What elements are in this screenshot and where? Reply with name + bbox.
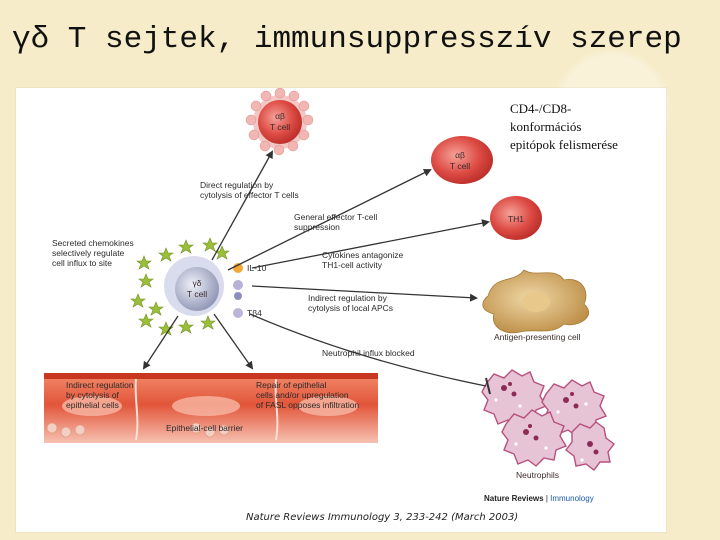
tb4-molecule: Tβ4	[233, 308, 262, 318]
logo-brand: Nature Reviews	[484, 494, 544, 503]
nature-reviews-logo: Nature Reviews | Immunology	[484, 494, 594, 503]
arrow-to-top-cell	[211, 150, 273, 261]
barrier-label: Epithelial-cell barrier	[166, 423, 243, 433]
annotation-line-1: CD4-/CD8-	[510, 101, 572, 116]
molecule-dot-blue	[234, 292, 242, 300]
chemokines-label-2: selectively regulate	[52, 248, 125, 258]
th1-cell: TH1	[490, 196, 542, 240]
chemokines-label-1: Secreted chemokines	[52, 238, 134, 248]
block-bar	[485, 377, 491, 395]
antigen-presenting-cell: Antigen-presenting cell	[482, 269, 590, 342]
arrow-to-ab-cell	[227, 169, 432, 271]
cytokines-label-2: TH1-cell activity	[322, 260, 383, 270]
neutrophils-label: Neutrophils	[516, 470, 559, 480]
epithelial-repair-label-1: Repair of epithelial	[256, 380, 327, 390]
ab-cell-label-1: αβ	[455, 150, 465, 160]
il10-molecule: IL-10	[233, 263, 267, 273]
ab-t-cell: αβ T cell	[431, 136, 493, 184]
immunology-diagram: αβ T cell αβ T cell TH1 Antigen-presenti…	[44, 87, 615, 480]
citation: Nature Reviews Immunology 3, 233-242 (Ma…	[246, 512, 519, 523]
gamma-delta-t-cell: γδ T cell	[164, 256, 224, 316]
slide-title: γδ T sejtek, immunsuppresszív szerep	[12, 22, 682, 57]
chemokine-stars	[130, 237, 230, 336]
il10-label: IL-10	[247, 263, 267, 273]
general-suppression-label-2: suppression	[294, 222, 340, 232]
top-cell-label-2: T cell	[270, 122, 290, 132]
neutrophils: Neutrophils	[481, 369, 615, 480]
direct-regulation-label-1: Direct regulation by	[200, 180, 274, 190]
center-cell-label-2: T cell	[187, 289, 207, 299]
cytokines-label-1: Cytokines antagonize	[322, 250, 404, 260]
cd4-cd8-annotation: CD4-/CD8- konformációs epitópok felismer…	[510, 100, 670, 154]
epithelial-repair-label-2: cells and/or upregulation	[256, 390, 349, 400]
center-cell-label-1: γδ	[193, 278, 202, 288]
epithelial-repair-label-3: of FASL opposes infiltration	[256, 400, 359, 410]
arrows	[142, 150, 491, 395]
annotation-line-2: konformációs	[510, 119, 582, 134]
logo-separator: |	[543, 494, 551, 503]
indirect-apc-label-2: cytolysis of local APCs	[308, 303, 393, 313]
chemokines-label-3: cell influx to site	[52, 258, 112, 268]
apc-label: Antigen-presenting cell	[494, 332, 581, 342]
general-suppression-label-1: General effector T-cell	[294, 212, 377, 222]
direct-regulation-label-2: cytolysis of effector T cells	[200, 190, 299, 200]
arrow-to-epithelium-right	[213, 313, 254, 370]
top-ab-t-cell: αβ T cell	[245, 87, 314, 156]
top-cell-label-1: αβ	[275, 111, 285, 121]
neutrophil-block-line	[249, 313, 487, 387]
indirect-apc-label-1: Indirect regulation by	[308, 293, 388, 303]
annotation-line-3: epitópok felismerése	[510, 137, 618, 152]
ab-cell-label-2: T cell	[450, 161, 470, 171]
arrow-to-apc	[251, 285, 478, 302]
arrow-to-th1	[251, 219, 490, 269]
arrow-to-epithelium-left	[142, 315, 179, 370]
epithelial-cytolysis-label-1: Indirect regulation	[66, 380, 134, 390]
molecule-dot-purple	[233, 280, 243, 290]
logo-journal: Immunology	[550, 494, 594, 503]
neutrophil-block-label: Neutrophil influx blocked	[322, 348, 415, 358]
th1-label: TH1	[508, 214, 524, 224]
epithelial-barrier: Indirect regulation by cytolysis of epit…	[44, 373, 378, 443]
epithelial-cytolysis-label-2: by cytolysis of	[66, 390, 120, 400]
tb4-label: Tβ4	[247, 308, 262, 318]
figure-panel: αβ T cell αβ T cell TH1 Antigen-presenti…	[16, 87, 666, 532]
epithelial-cytolysis-label-3: epithelial cells	[66, 400, 119, 410]
